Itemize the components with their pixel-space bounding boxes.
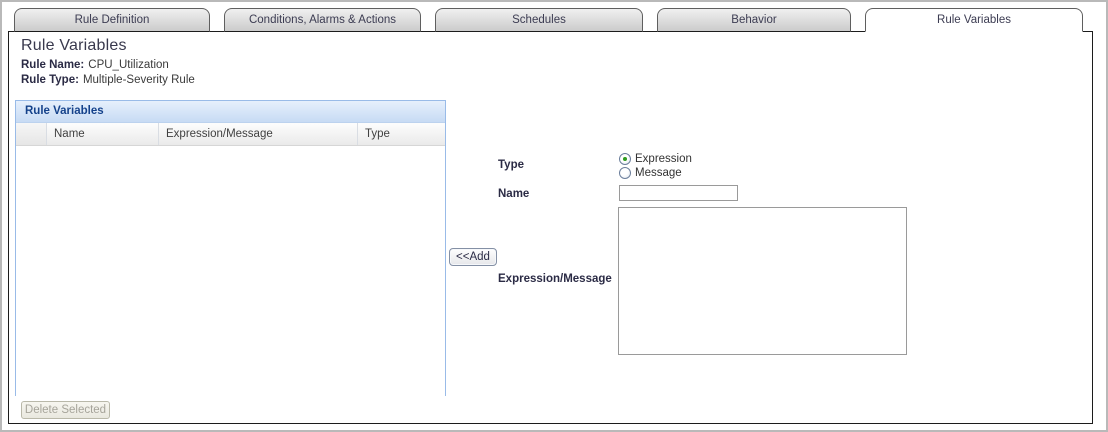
grid-column-headers: Name Expression/Message Type bbox=[16, 123, 445, 146]
tab-rule-definition[interactable]: Rule Definition bbox=[14, 8, 210, 32]
expression-message-textarea[interactable] bbox=[618, 207, 907, 355]
expression-message-label: Expression/Message bbox=[498, 273, 612, 285]
radio-row-expression[interactable]: Expression bbox=[619, 152, 692, 166]
rule-type-value: Multiple-Severity Rule bbox=[82, 74, 195, 86]
rule-name-value: CPU_Utilization bbox=[88, 59, 169, 71]
message-radio-label: Message bbox=[635, 167, 682, 179]
name-label: Name bbox=[498, 188, 530, 200]
tab-rule-variables[interactable]: Rule Variables bbox=[865, 8, 1083, 32]
tab-content-panel: Rule Variables Rule Name:CPU_Utilization… bbox=[8, 31, 1093, 424]
delete-selected-button[interactable]: Delete Selected bbox=[21, 401, 110, 419]
expression-radio-label: Expression bbox=[635, 153, 692, 165]
tab-conditions-alarms-actions[interactable]: Conditions, Alarms & Actions bbox=[224, 8, 421, 32]
column-header-selector bbox=[16, 123, 47, 145]
add-button[interactable]: <<Add bbox=[449, 248, 497, 266]
expression-radio[interactable] bbox=[619, 153, 631, 165]
name-input[interactable] bbox=[619, 185, 738, 201]
tab-behavior[interactable]: Behavior bbox=[657, 8, 851, 32]
page-title: Rule Variables bbox=[21, 37, 127, 54]
rule-type-line: Rule Type:Multiple-Severity Rule bbox=[21, 74, 195, 86]
message-radio[interactable] bbox=[619, 167, 631, 179]
tab-bar: Rule Definition Conditions, Alarms & Act… bbox=[14, 8, 1083, 32]
rule-name-label: Rule Name: bbox=[21, 59, 85, 71]
tab-schedules[interactable]: Schedules bbox=[435, 8, 643, 32]
grid-body-empty[interactable] bbox=[16, 146, 445, 396]
rule-name-line: Rule Name:CPU_Utilization bbox=[21, 59, 169, 71]
type-label: Type bbox=[498, 159, 524, 171]
rule-type-label: Rule Type: bbox=[21, 74, 79, 86]
type-radio-group: Expression Message bbox=[619, 152, 692, 180]
rule-variables-grid: Rule Variables Name Expression/Message T… bbox=[15, 100, 446, 396]
grid-panel-title: Rule Variables bbox=[16, 101, 445, 123]
column-header-type[interactable]: Type bbox=[365, 128, 390, 140]
column-header-expression-message[interactable]: Expression/Message bbox=[159, 123, 358, 145]
radio-row-message[interactable]: Message bbox=[619, 166, 692, 180]
column-header-name[interactable]: Name bbox=[47, 123, 159, 145]
